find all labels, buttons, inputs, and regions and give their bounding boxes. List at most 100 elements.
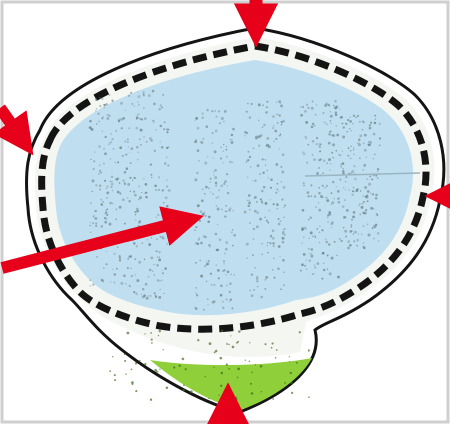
band-speck: [124, 360, 126, 362]
stipple-dot: [318, 202, 319, 203]
stipple-dot: [100, 203, 103, 206]
stipple-dot: [210, 273, 212, 275]
band-speck: [185, 368, 187, 370]
stipple-dot: [144, 258, 145, 259]
stipple-dot: [362, 129, 364, 131]
stipple-dot: [111, 176, 113, 178]
stipple-dot: [345, 189, 346, 190]
stipple-dot: [111, 138, 113, 140]
band-speck: [289, 356, 290, 357]
stipple-dot: [346, 209, 349, 212]
stipple-dot: [155, 295, 157, 297]
stipple-dot: [276, 102, 278, 104]
stipple-dot: [141, 242, 143, 244]
stipple-dot: [226, 285, 228, 287]
band-speck: [238, 330, 240, 332]
stipple-dot: [283, 207, 284, 208]
stipple-dot: [131, 103, 133, 105]
band-speck: [264, 343, 266, 345]
stipple-dot: [334, 100, 337, 103]
band-speck: [226, 343, 227, 344]
band-speck: [218, 395, 219, 396]
stipple-dot: [322, 112, 324, 114]
stipple-dot: [354, 231, 357, 234]
stipple-dot: [261, 201, 263, 203]
stipple-dot: [204, 211, 205, 212]
stipple-dot: [162, 236, 163, 237]
stipple-dot: [340, 116, 343, 119]
stipple-dot: [247, 151, 249, 153]
stipple-dot: [251, 273, 253, 275]
stipple-dot: [214, 150, 217, 153]
stipple-dot: [335, 125, 337, 127]
stipple-dot: [315, 143, 317, 145]
stipple-dot: [318, 143, 321, 146]
stipple-dot: [164, 121, 166, 123]
stipple-dot: [340, 154, 341, 155]
stipple-dot: [304, 136, 306, 138]
stipple-dot: [323, 269, 326, 272]
band-speck: [250, 383, 252, 385]
stipple-dot: [267, 222, 269, 224]
stipple-dot: [143, 93, 144, 94]
stipple-dot: [258, 120, 259, 121]
stipple-dot: [93, 168, 95, 170]
stipple-dot: [347, 119, 349, 121]
stipple-dot: [218, 189, 220, 191]
stipple-dot: [278, 114, 280, 116]
stipple-dot: [154, 150, 156, 152]
stipple-dot: [119, 259, 121, 261]
stipple-dot: [218, 110, 220, 112]
band-speck: [236, 342, 238, 344]
stipple-dot: [220, 146, 222, 148]
stipple-dot: [166, 205, 169, 208]
stipple-dot: [138, 199, 139, 200]
stipple-dot: [249, 156, 251, 158]
stipple-dot: [335, 186, 337, 188]
stipple-dot: [351, 226, 353, 228]
stipple-dot: [352, 190, 354, 192]
stipple-dot: [331, 227, 332, 228]
stipple-dot: [246, 257, 248, 259]
stipple-dot: [223, 183, 225, 185]
stipple-dot: [195, 293, 197, 295]
stipple-dot: [283, 271, 284, 272]
stipple-dot: [309, 238, 310, 239]
stipple-dot: [300, 270, 302, 272]
stipple-dot: [162, 237, 165, 240]
stipple-dot: [316, 104, 317, 105]
stipple-dot: [163, 202, 165, 204]
stipple-dot: [314, 195, 316, 197]
stipple-dot: [324, 187, 325, 188]
stipple-dot: [277, 122, 279, 124]
stipple-dot: [90, 202, 92, 204]
stipple-dot: [106, 251, 107, 252]
stipple-dot: [273, 257, 275, 259]
stipple-dot: [275, 163, 278, 166]
stipple-dot: [150, 295, 152, 297]
stipple-dot: [213, 174, 214, 175]
stipple-dot: [215, 184, 217, 186]
stipple-dot: [111, 183, 114, 186]
stipple-dot: [363, 212, 366, 215]
stipple-dot: [302, 209, 305, 212]
stipple-dot: [218, 196, 219, 197]
stipple-dot: [344, 230, 347, 233]
stipple-dot: [166, 179, 168, 181]
stipple-dot: [351, 194, 353, 196]
arrow-down-right-icon: [0, 108, 24, 142]
stipple-dot: [253, 148, 255, 150]
stipple-dot: [254, 267, 256, 269]
stipple-dot: [123, 274, 126, 277]
stipple-dot: [267, 242, 268, 243]
stipple-dot: [281, 181, 282, 182]
stipple-dot: [312, 140, 315, 143]
band-speck: [144, 333, 145, 334]
stipple-dot: [106, 197, 107, 198]
stipple-dot: [207, 220, 210, 223]
stipple-dot: [359, 134, 362, 137]
stipple-dot: [247, 200, 248, 201]
stipple-dot: [319, 242, 320, 243]
stipple-dot: [353, 211, 356, 214]
